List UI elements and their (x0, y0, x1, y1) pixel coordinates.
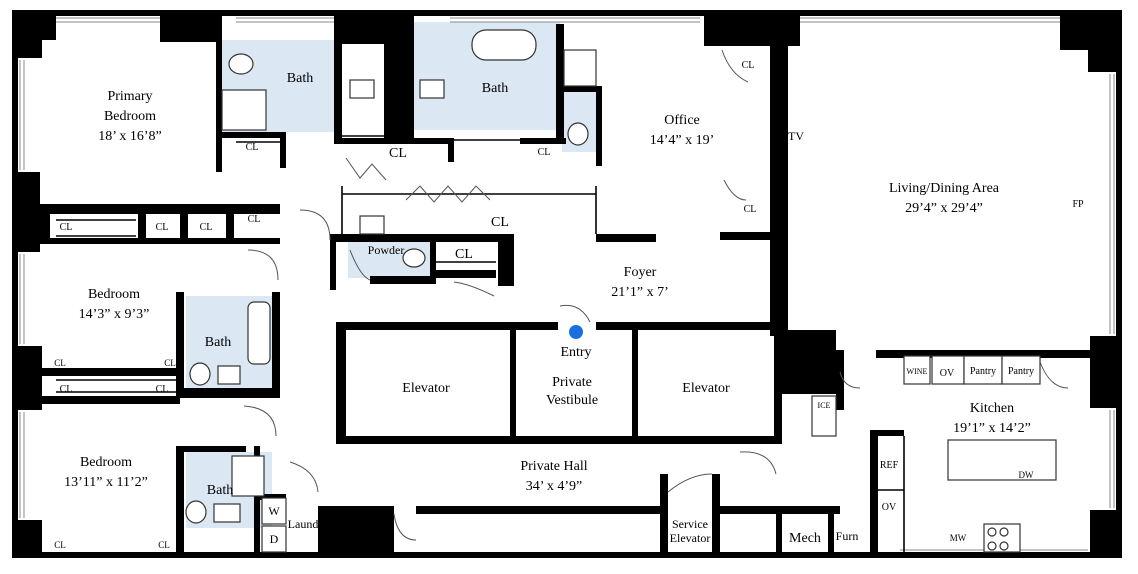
primary-bedroom-dim: 18’ x 16’8” (98, 129, 162, 144)
living-name: Living/Dining Area (889, 181, 1000, 196)
washer-label: W (268, 504, 280, 518)
bedroom3-dim: 13’11” x 11’2” (64, 475, 148, 490)
cl-label: CL (54, 358, 66, 368)
doors (243, 49, 1069, 541)
pantry-label: Pantry (1008, 366, 1034, 377)
powder-label: Powder (368, 243, 405, 257)
ref-label: REF (880, 460, 899, 471)
exterior-walls (12, 10, 1122, 558)
room-labels: Primary Bedroom 18’ x 16’8” Bath Bath Of… (64, 71, 1031, 546)
entry-marker (569, 325, 583, 339)
cl-label: CL (248, 214, 261, 225)
entry-label: Entry (560, 345, 591, 360)
vestibule-name1: Private (552, 375, 592, 390)
cl-label: CL (60, 222, 73, 233)
dryer-label: D (270, 532, 279, 546)
ice-label: ICE (818, 401, 831, 410)
bedroom3-name: Bedroom (80, 455, 132, 470)
cl-label: CL (156, 222, 169, 233)
cl-label: CL (60, 384, 73, 395)
private-hall-dim: 34’ x 4’9” (526, 479, 583, 494)
interior-walls (40, 24, 1090, 558)
cl-label: CL (455, 247, 473, 262)
bath3-label: Bath (205, 335, 231, 350)
ov-label: OV (882, 502, 897, 513)
office-dim: 14’4” x 19’ (650, 133, 715, 148)
laundry-label: Laundry (288, 517, 329, 531)
kitchen-name: Kitchen (970, 401, 1014, 416)
elevator-right-label: Elevator (682, 381, 730, 396)
cl-label: CL (538, 147, 551, 158)
mw-label: MW (950, 533, 967, 543)
kitchen-dim: 19’1” x 14’2” (953, 421, 1031, 436)
cl-label: CL (156, 384, 169, 395)
bath1-label: Bath (287, 71, 313, 86)
bedroom2-name: Bedroom (88, 287, 140, 302)
living-dim: 29’4” x 29’4” (905, 201, 983, 216)
bath2-label: Bath (482, 81, 508, 96)
bedroom2-dim: 14’3” x 9’3” (79, 307, 150, 322)
primary-bedroom-name1: Primary (107, 89, 152, 104)
cl-label: CL (246, 142, 259, 153)
dw-label: DW (1019, 470, 1034, 480)
cl-label: CL (742, 60, 755, 71)
tv-label: TV (788, 129, 804, 143)
cl-label: CL (164, 358, 176, 368)
cl-label: CL (389, 146, 407, 161)
cl-label: CL (744, 204, 757, 215)
bath4-label: Bath (207, 483, 233, 498)
pantry-label: Pantry (970, 366, 996, 377)
small-labels: CL CL CL CL CL CL CL CL CL CL CL CL CL C… (54, 60, 1084, 550)
ov-label: OV (940, 368, 955, 379)
cl-label: CL (158, 540, 170, 550)
cl-label: CL (200, 222, 213, 233)
elevator-left-label: Elevator (402, 381, 450, 396)
service-elevator-name2: Elevator (670, 531, 711, 545)
cl-label: CL (54, 540, 66, 550)
private-hall-name: Private Hall (520, 459, 587, 474)
office-name: Office (664, 113, 700, 128)
cl-label: CL (491, 215, 509, 230)
mech-label: Mech (789, 531, 821, 546)
vestibule-name2: Vestibule (546, 393, 598, 408)
foyer-name: Foyer (624, 265, 657, 280)
wine-label: WINE (907, 367, 928, 376)
fixtures (185, 29, 1057, 553)
service-elevator-name1: Service (672, 517, 708, 531)
foyer-dim: 21’1” x 7’ (611, 285, 669, 300)
furn-label: Furn (836, 529, 859, 543)
primary-bedroom-name2: Bedroom (104, 109, 156, 124)
fp-label: FP (1072, 199, 1084, 210)
